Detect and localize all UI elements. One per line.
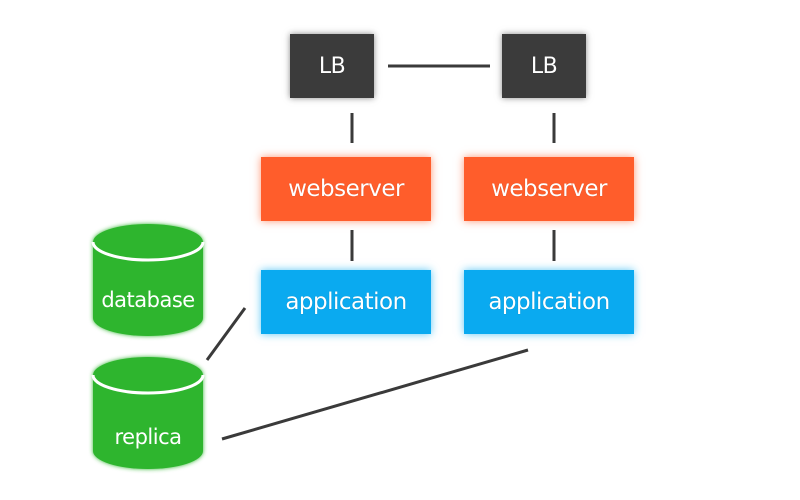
application-left-label: application [285, 289, 407, 315]
database-label: database [101, 288, 195, 312]
load-balancer-right: LB [502, 34, 586, 98]
load-balancer-left: LB [290, 34, 374, 98]
connector-database-replica [205, 307, 247, 361]
webserver-right-label: webserver [491, 176, 607, 202]
webserver-left-label: webserver [288, 176, 404, 202]
database-icon [91, 224, 205, 336]
load-balancer-right-label: LB [530, 53, 558, 79]
connector-application-right-replica [221, 348, 529, 441]
load-balancer-left-label: LB [318, 53, 346, 79]
replica-label: replica [114, 425, 182, 449]
replica-cylinder: replica [90, 355, 206, 473]
webserver-right: webserver [464, 157, 634, 221]
application-right-label: application [488, 289, 610, 315]
replica-database-icon [91, 357, 205, 469]
application-left: application [261, 270, 431, 334]
application-right: application [464, 270, 634, 334]
database-cylinder: database [90, 222, 206, 340]
webserver-left: webserver [261, 157, 431, 221]
